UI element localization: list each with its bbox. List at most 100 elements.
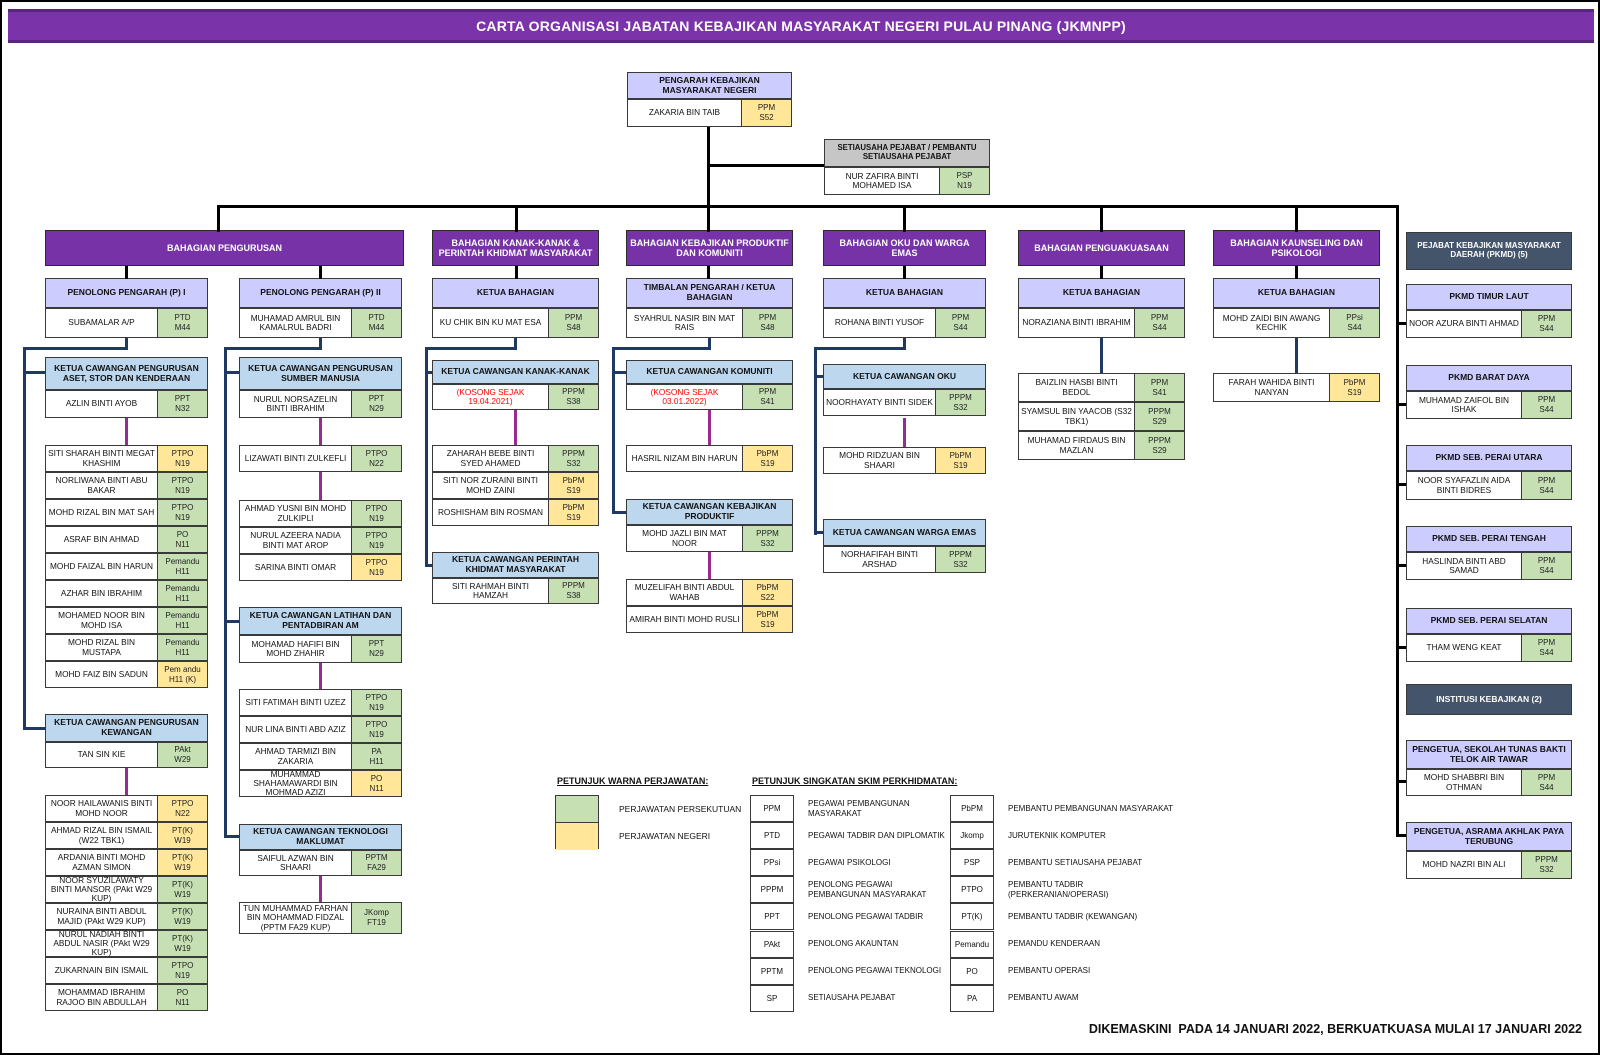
- penolong-pengarah-1-name: SUBAMALAR A/P: [68, 317, 135, 328]
- cawangan-kebajikan-produktif-header: KETUA CAWANGAN KEBAJIKAN PRODUKTIF: [626, 499, 793, 525]
- kewangan-row-6-name: NURUL NADIAH BINTI ABDUL NASIR (PAkt W29…: [53, 928, 150, 958]
- legend-code-left-6: PPTM: [750, 957, 794, 985]
- connector-line: [612, 347, 615, 514]
- legend-desc-right-6: PEMBANTU OPERASI: [1008, 966, 1091, 976]
- cawangan-perintah-khidmat-name: SITI RAHMAH BINTI HAMZAH: [452, 580, 529, 600]
- legend-code-left-4: PPT: [750, 903, 794, 931]
- connector-line: [1396, 646, 1406, 649]
- kaunseling-row-1-name: FARAH WAHIDA BINTI NANYAN: [1228, 377, 1315, 397]
- kewangan-row-6-person-row: NURUL NADIAH BINTI ABDUL NASIR (PAkt W29…: [45, 928, 208, 958]
- connector-line: [1396, 834, 1406, 837]
- cawangan-latihan-name: MOHAMAD HAFIFI BIN MOHD ZHAHIR: [251, 638, 340, 658]
- cawangan-komuniti-header: KETUA CAWANGAN KOMUNITI: [626, 360, 793, 384]
- institusi-kebajikan-header: INSTITUSI KEBAJIKAN (2): [1406, 684, 1572, 715]
- teknologi-row-1-person-row: TUN MUHAMMAD FARHAN BIN MOHAMMAD FIDZAL …: [239, 902, 402, 934]
- connector-line: [125, 338, 128, 349]
- kewangan-row-5-grade-chip: PT(K)W19: [157, 904, 207, 929]
- cawangan-kewangan-header: KETUA CAWANGAN PENGURUSAN KEWANGAN: [45, 714, 208, 742]
- kewangan-row-5-name: NURAINA BINTI ABDUL MAJID (PAkt W29 KUP): [56, 906, 147, 926]
- connector-line: [514, 338, 517, 349]
- produktif-row-1-name: MUZELIFAH BINTI ABDUL WAHAB: [634, 582, 735, 602]
- connector-line: [708, 410, 711, 445]
- legend-desc-right-7: PEMBANTU AWAM: [1008, 993, 1079, 1003]
- oku-row-1-name: MOHD RIDZUAN BIN SHAARI: [839, 450, 920, 470]
- legend-code-right-5: Pemandu: [950, 930, 994, 958]
- legend-desc-left-1: PEGAWAI TADBIR DAN DIPLOMATIK: [808, 830, 945, 840]
- latihan-row-1-name: SITI FATIMAH BINTI UZEZ: [245, 696, 346, 707]
- timbalan-pengarah-header: TIMBALAN PENGARAH / KETUA BAHAGIAN: [626, 278, 793, 308]
- cawangan-teknologi-maklumat-header: KETUA CAWANGAN TEKNOLOGI MAKLUMAT: [239, 824, 402, 850]
- connector-line: [425, 347, 428, 567]
- kewangan-row-6: NURUL NADIAH BINTI ABDUL NASIR (PAkt W29…: [45, 928, 208, 958]
- legend-desc-right-0: PEMBANTU PEMBANGUNAN MASYARAKAT: [1008, 803, 1174, 813]
- legend-desc-left-4: PENOLONG PEGAWAI TADBIR: [808, 912, 924, 922]
- aset-row-8-name: MOHD RIZAL BIN MUSTAPA: [68, 637, 135, 657]
- connector-line: [1396, 322, 1406, 325]
- legend-code-right-0: PbPM: [950, 795, 994, 823]
- legend-code-left-1: PTD: [750, 822, 794, 850]
- connector-line: [612, 371, 626, 374]
- connector-line: [612, 511, 626, 514]
- legend-label-persekutuan: PERJAWATAN PERSEKUTUAN: [619, 804, 742, 814]
- connector-line: [319, 338, 322, 349]
- connector-line: [23, 727, 45, 730]
- page-title: CARTA ORGANISASI JABATAN KEBAJIKAN MASYA…: [8, 9, 1594, 43]
- sumber-row-1-name: LIZAWATI BINTI ZULKEFLI: [244, 452, 347, 463]
- connector-line: [23, 347, 26, 730]
- connector-line: [514, 410, 517, 445]
- legend-code-right-2: PSP: [950, 849, 994, 877]
- cawangan-latihan: KETUA CAWANGAN LATIHAN DAN PENTADBIRAN A…: [239, 607, 402, 663]
- kewangan-row-4: NOOR SYUZILAWATY BINTI MANSOR (PAkt W29 …: [45, 875, 208, 903]
- dept-oku-warga-emas: BAHAGIAN OKU DAN WARGA EMAS: [823, 230, 986, 266]
- setiausaha-pejabat-name: NUR ZAFIRA BINTI MOHAMED ISA: [845, 170, 919, 190]
- ketua-bahagian-penguakuasaan-header: KETUA BAHAGIAN: [1018, 278, 1185, 308]
- dept-kaunseling-psikologi: BAHAGIAN KAUNSELING DAN PSIKOLOGI: [1213, 230, 1380, 266]
- legend-code-left-2: PPsi: [750, 849, 794, 877]
